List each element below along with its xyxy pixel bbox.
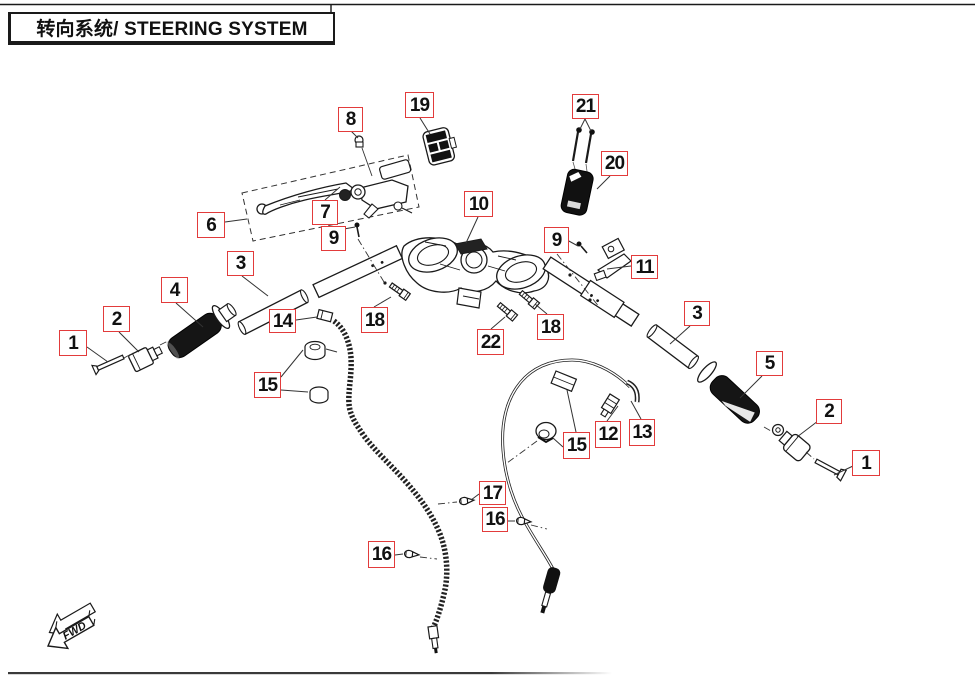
part-clip-16-right	[515, 516, 532, 527]
part-clamp-15-lower	[309, 386, 329, 404]
part-clip-16-left	[403, 549, 420, 560]
part-bolt-right	[814, 458, 848, 482]
part-master-cylinder	[339, 159, 413, 219]
part-bracket-11	[593, 237, 632, 282]
part-switch-20	[560, 168, 594, 216]
part-throttle-cable	[501, 358, 632, 614]
part-clamp-15-upper	[304, 340, 326, 361]
leader-dots	[383, 273, 592, 302]
part-connector	[550, 370, 578, 393]
part-bolt-22	[495, 300, 519, 322]
part-clip-17	[458, 495, 475, 506]
leader-lines	[86, 117, 854, 556]
part-upper-clamp	[401, 237, 550, 309]
part-bolt-left	[90, 354, 125, 376]
part-switch-housing-19	[422, 127, 458, 166]
part-handlebar-left-tube	[237, 289, 309, 336]
part-bar-end-right	[778, 430, 811, 462]
part-flange-right	[697, 361, 717, 383]
part-bolt-18-left	[387, 281, 411, 301]
lever-assembly-dashed-box	[241, 154, 420, 242]
part-grip-right	[709, 375, 760, 424]
part-elbow-12	[625, 379, 640, 403]
part-fitting-13	[600, 393, 621, 418]
page-title: 转向系统/ STEERING SYSTEM	[36, 19, 308, 40]
title-box: 转向系统/ STEERING SYSTEM	[8, 12, 335, 45]
part-handlebar-right-tube	[542, 256, 640, 327]
part-screw-9-right	[576, 241, 588, 254]
part-grip-left	[166, 302, 237, 360]
part-washer-right	[771, 423, 785, 437]
part-cable-14	[316, 308, 450, 654]
page-border	[0, 3, 975, 675]
part-cap-8	[354, 135, 373, 177]
part-clutch-lever	[256, 182, 355, 215]
part-bar-tube-right	[646, 324, 699, 370]
leader-dash-lines	[123, 238, 815, 560]
part-screw-9-left	[354, 222, 360, 238]
part-handlebar-mid-tube	[312, 244, 404, 299]
part-bar-end-left	[128, 346, 164, 373]
fwd-arrow: FWD	[46, 602, 97, 650]
part-grommet	[535, 421, 557, 444]
